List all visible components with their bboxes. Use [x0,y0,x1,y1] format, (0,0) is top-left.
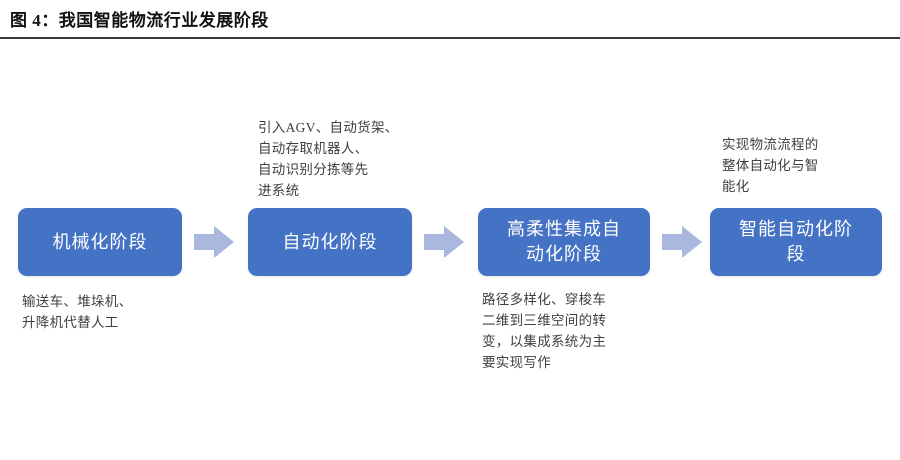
page-title: 图 4：我国智能物流行业发展阶段 [10,11,269,30]
stage-box-3-label: 高柔性集成自 动化阶段 [507,219,621,264]
stage-1-note: 输送车、堆垛机、 升降机代替人工 [22,294,133,330]
stage-box-2-label: 自动化阶段 [282,231,378,252]
stage-box-2[interactable]: 自动化阶段 [248,208,412,276]
stage-4-note: 实现物流流程的 整体自动化与智 能化 [722,137,819,194]
process-flow-diagram: 引入AGV、自动货架、 自动存取机器人、 自动识别分拣等先 进系统 实现物流流程… [0,38,900,460]
right-arrow-icon [662,224,702,260]
stage-3-note: 路径多样化、穿梭车 二维到三维空间的转 变，以集成系统为主 要实现写作 [482,292,607,370]
right-arrow-icon [424,224,464,260]
stage-box-1-label: 机械化阶段 [52,231,148,252]
stage-box-3[interactable]: 高柔性集成自 动化阶段 [478,208,650,276]
header-divider [0,37,900,39]
figure-header: 图 4：我国智能物流行业发展阶段 [0,0,900,39]
stage-2-note: 引入AGV、自动货架、 自动存取机器人、 自动识别分拣等先 进系统 [258,120,399,198]
right-arrow-icon [194,224,234,260]
title-accent-bar [0,8,4,30]
stage-box-1[interactable]: 机械化阶段 [18,208,182,276]
stage-box-4-label: 智能自动化阶 段 [739,219,853,264]
stage-box-4[interactable]: 智能自动化阶 段 [710,208,882,276]
